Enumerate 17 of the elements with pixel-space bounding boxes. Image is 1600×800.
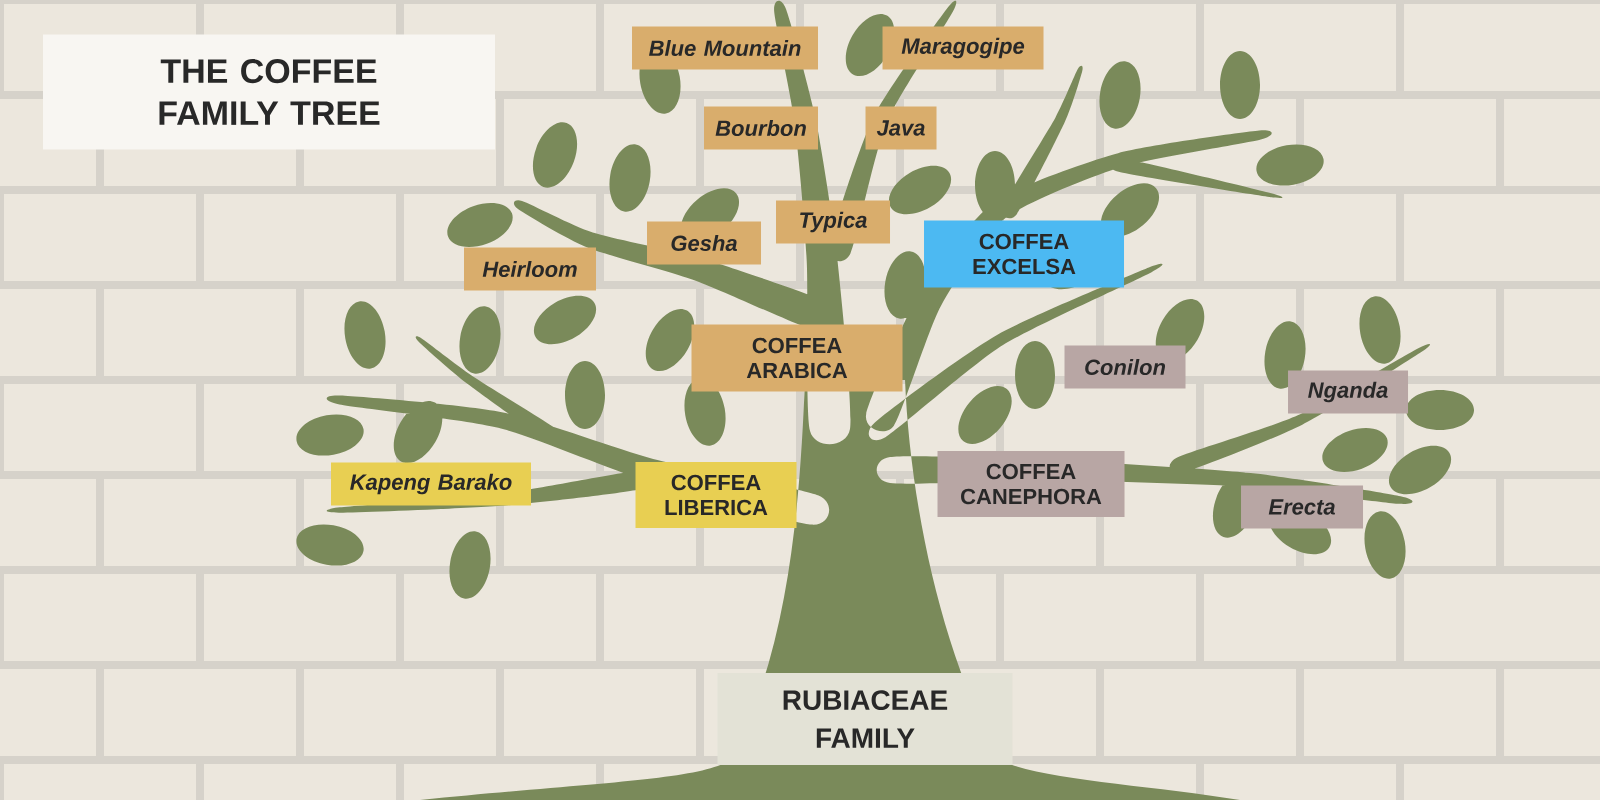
variety-label: Heirloom: [464, 247, 596, 291]
variety-label: Typica: [776, 200, 890, 244]
species-label: COFFEA ARABICA: [691, 324, 903, 392]
species-label: COFFEA CANEPHORA: [937, 451, 1125, 517]
variety-label: Conilon: [1064, 345, 1186, 389]
variety-label: Gesha: [647, 221, 761, 265]
variety-label: Kapeng Barako: [331, 462, 531, 506]
title-box: THE COFFEE FAMILY TREE: [43, 34, 495, 150]
variety-label: Blue Mountain: [632, 26, 818, 70]
variety-label: Java: [865, 106, 937, 150]
variety-label: Maragogipe: [882, 26, 1044, 70]
variety-label: Nganda: [1288, 370, 1408, 414]
species-label: COFFEA EXCELSA: [924, 220, 1124, 288]
variety-label: Erecta: [1241, 485, 1363, 529]
variety-label: Bourbon: [704, 106, 818, 150]
family-label: RUBIACEAE FAMILY: [717, 673, 1013, 765]
species-label: COFFEA LIBERICA: [635, 462, 797, 528]
